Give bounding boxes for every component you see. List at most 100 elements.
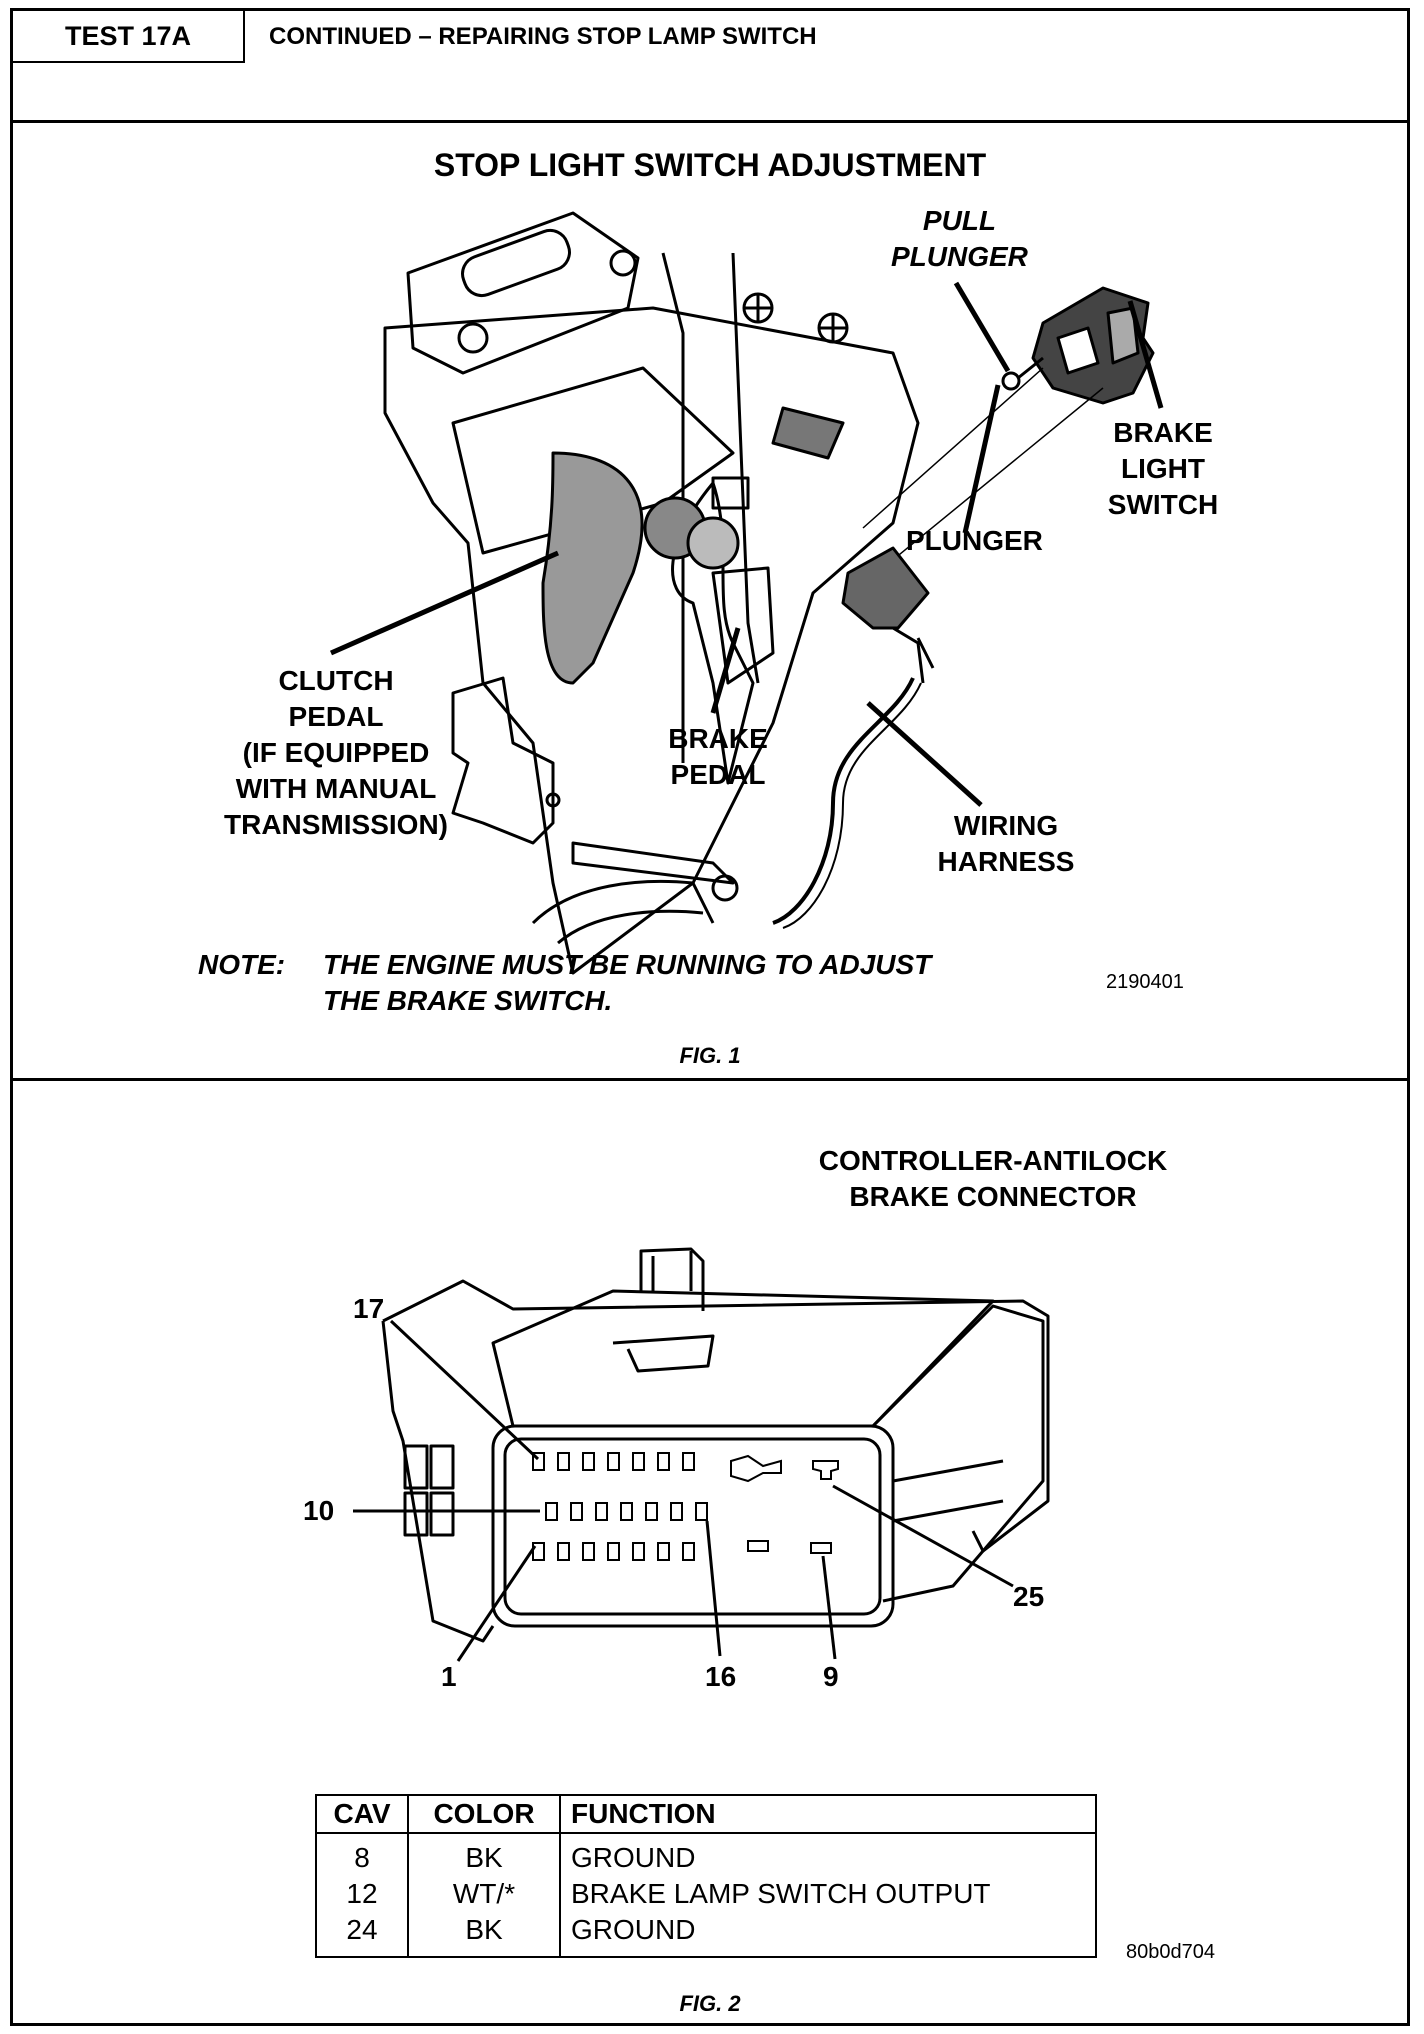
pin-cavity [682,1542,695,1561]
connector-latch [639,1247,705,1311]
pin-cavity [582,1452,595,1471]
pin-cavity-25 [812,1460,839,1480]
label-clutch-line2: PEDAL [288,701,384,732]
pin-cavity-large [730,1454,782,1483]
cell-cav: 24 [315,1912,409,1957]
cell-color: WT/* [407,1876,561,1912]
label-pull-plunger: PULL PLUNGER [891,203,1028,275]
service-manual-page: TEST 17A CONTINUED – REPAIRING STOP LAMP… [10,8,1410,2026]
pivot-shaft [461,228,571,298]
pin-leader-lines [353,1319,1014,1662]
label-wiring-line2: HARNESS [937,846,1075,877]
side-slot-4 [429,1491,455,1537]
connector-title-line1: CONTROLLER-ANTILOCK [818,1145,1168,1176]
label-brake-light-switch-line2: LIGHT [1121,453,1205,484]
label-pull-plunger-line1: PULL [922,205,996,236]
leader-brake-pedal [710,627,741,714]
leader-pin-25 [832,1484,1014,1588]
harness-connector [841,546,930,630]
figure-1-caption: FIG. 1 [679,1043,741,1068]
pin-label-25: 25 [1013,1581,1045,1612]
leader-pin-1 [456,1545,537,1662]
pin-cavity [657,1452,670,1471]
pushrod-clip [711,874,739,902]
side-slot-1 [403,1444,429,1490]
label-brake-pedal-line2: PEDAL [670,759,766,790]
cell-color: BK [407,1833,561,1876]
leader-wiring-harness [866,701,983,807]
table-row: 24 BK GROUND [315,1912,1097,1957]
figure-2-caption: FIG. 2 [679,1991,741,2016]
figure-2-ref-code: 80b0d704 [1126,1941,1215,1963]
pinout-table: CAV COLOR FUNCTION 8 BK GROUND 12 WT/* B… [315,1794,1097,1958]
clutch-pedal-arm [541,451,644,685]
clutch-lower-bracket [451,676,555,845]
brake-pedal-arm-lower [711,566,775,685]
note-line-1: THE ENGINE MUST BE RUNNING TO ADJUST [323,949,932,980]
pin-cavity [657,1542,670,1561]
label-plunger: PLUNGER [906,525,1043,556]
col-function: FUNCTION [559,1794,1097,1834]
pin-cavity [632,1542,645,1561]
pin-label-17: 17 [353,1293,385,1324]
bracket-plate [451,366,735,555]
figure-1: STOP LIGHT SWITCH ADJUSTMENT [13,123,1407,1081]
cell-function: GROUND [559,1912,1097,1957]
leader-plunger [962,384,1001,534]
connector-face-inner [503,1437,882,1616]
cell-function: BRAKE LAMP SWITCH OUTPUT [559,1876,1097,1912]
pedal-assembly-drawing [329,211,1164,975]
label-clutch-pedal: CLUTCH PEDAL (IF EQUIPPED WITH MANUAL TR… [196,663,476,843]
pin-label-10: 10 [303,1495,335,1526]
figure-2: CONTROLLER-ANTILOCK BRAKE CONNECTOR [13,1081,1407,2023]
pin-cavity [645,1502,658,1521]
wiring-harness [772,677,915,925]
pin-cavity [595,1502,608,1521]
plunger-tip [1001,371,1021,391]
page-header: TEST 17A CONTINUED – REPAIRING STOP LAMP… [13,11,1407,123]
label-clutch-line3: (IF EQUIPPED [242,737,430,768]
pin-cavity-power [747,1540,769,1552]
label-brake-light-switch-line1: BRAKE [1113,417,1213,448]
pin-label-16: 16 [705,1661,737,1692]
side-slot-3 [403,1491,429,1537]
pin-cavity [670,1502,683,1521]
switch-bracket [711,476,750,510]
pin-cavity [557,1542,570,1561]
pin-cavity [570,1502,583,1521]
stud [771,406,845,460]
cell-function: GROUND [559,1833,1097,1876]
note-prefix: NOTE: [198,949,286,980]
cell-cav: 12 [315,1876,409,1912]
pivot-bolt [609,249,637,277]
leader-pull-plunger [953,281,1011,373]
leader-brake-light-switch [1127,300,1164,409]
label-wiring-harness: WIRING HARNESS [931,808,1081,880]
pin-cavity [682,1452,695,1471]
label-brake-light-switch-line3: SWITCH [1107,489,1219,520]
label-brake-pedal: BRAKE PEDAL [653,721,783,793]
pin-cavity [632,1452,645,1471]
pin-cavity-9 [810,1542,832,1554]
pivot-bushing [457,322,489,354]
connector-title: CONTROLLER-ANTILOCK BRAKE CONNECTOR [753,1143,1233,1215]
col-color: COLOR [407,1794,561,1834]
bracket-hole [545,792,561,808]
connector-face-outer [491,1424,895,1628]
test-id-box: TEST 17A [13,11,245,63]
leader-pin-17 [389,1319,540,1461]
header-title: CONTINUED – REPAIRING STOP LAMP SWITCH [269,23,817,50]
figure-1-title: STOP LIGHT SWITCH ADJUSTMENT [433,147,987,183]
pin-cavities [532,1452,839,1561]
figure-1-ref-code: 2190401 [1106,971,1184,993]
cell-cav: 8 [315,1833,409,1876]
mounting-bracket [383,306,920,975]
pin-cavity [607,1452,620,1471]
label-brake-light-switch: BRAKE LIGHT SWITCH [1093,415,1233,523]
pin-cavity [607,1542,620,1561]
pin-cavity [620,1502,633,1521]
pin-cavity [582,1542,595,1561]
connector-drawing [353,1247,1050,1662]
pin-label-1: 1 [441,1661,457,1692]
pin-cavity [557,1452,570,1471]
